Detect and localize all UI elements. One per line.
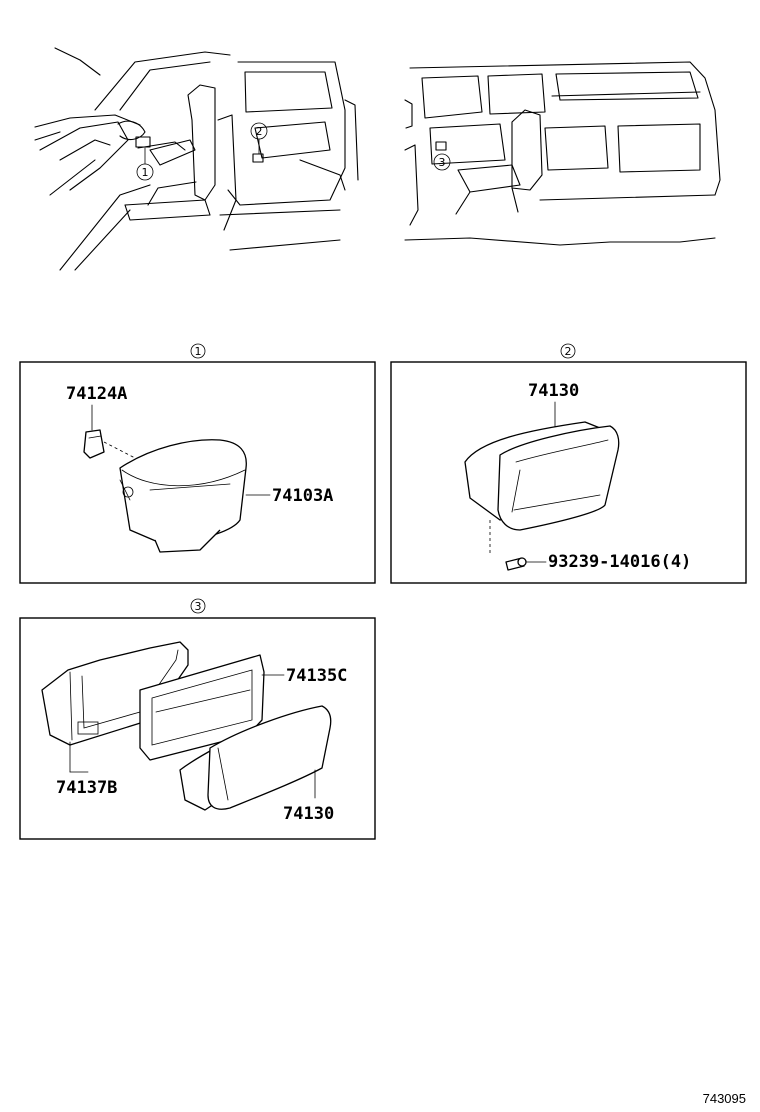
overview-rear-cabin: 3 (404, 61, 721, 246)
ashtray-knob-74124A (83, 429, 105, 459)
label-93239-14016: 93239-14016(4) (548, 552, 691, 572)
rear-ashtray-74130 (207, 705, 332, 810)
label-74135C: 74135C (286, 666, 347, 686)
panel-1: 1 74124A 74103A (19, 343, 376, 584)
marker-1-overview: 1 (142, 166, 149, 179)
label-74137B: 74137B (56, 778, 117, 798)
bracket-74137B (41, 641, 189, 746)
panel-2-marker: 2 (565, 345, 572, 358)
label-74124A: 74124A (66, 384, 127, 404)
panel-3: 3 74137B 74135C 74130 (19, 598, 376, 840)
label-74130-panel2: 74130 (528, 381, 579, 401)
marker-3-overview: 3 (439, 156, 446, 169)
marker-2-overview: 2 (256, 125, 263, 138)
label-74130-panel3: 74130 (283, 804, 334, 824)
panel-3-marker: 3 (195, 600, 202, 613)
panel-2: 2 74130 93239-14016(4) (390, 343, 747, 584)
reference-code: 743095 (702, 1091, 746, 1106)
label-74103A: 74103A (272, 486, 333, 506)
mid-ashtray-74130 (497, 425, 620, 531)
panel-1-marker: 1 (195, 345, 202, 358)
overview-front-cabin: 1 2 (34, 47, 359, 271)
